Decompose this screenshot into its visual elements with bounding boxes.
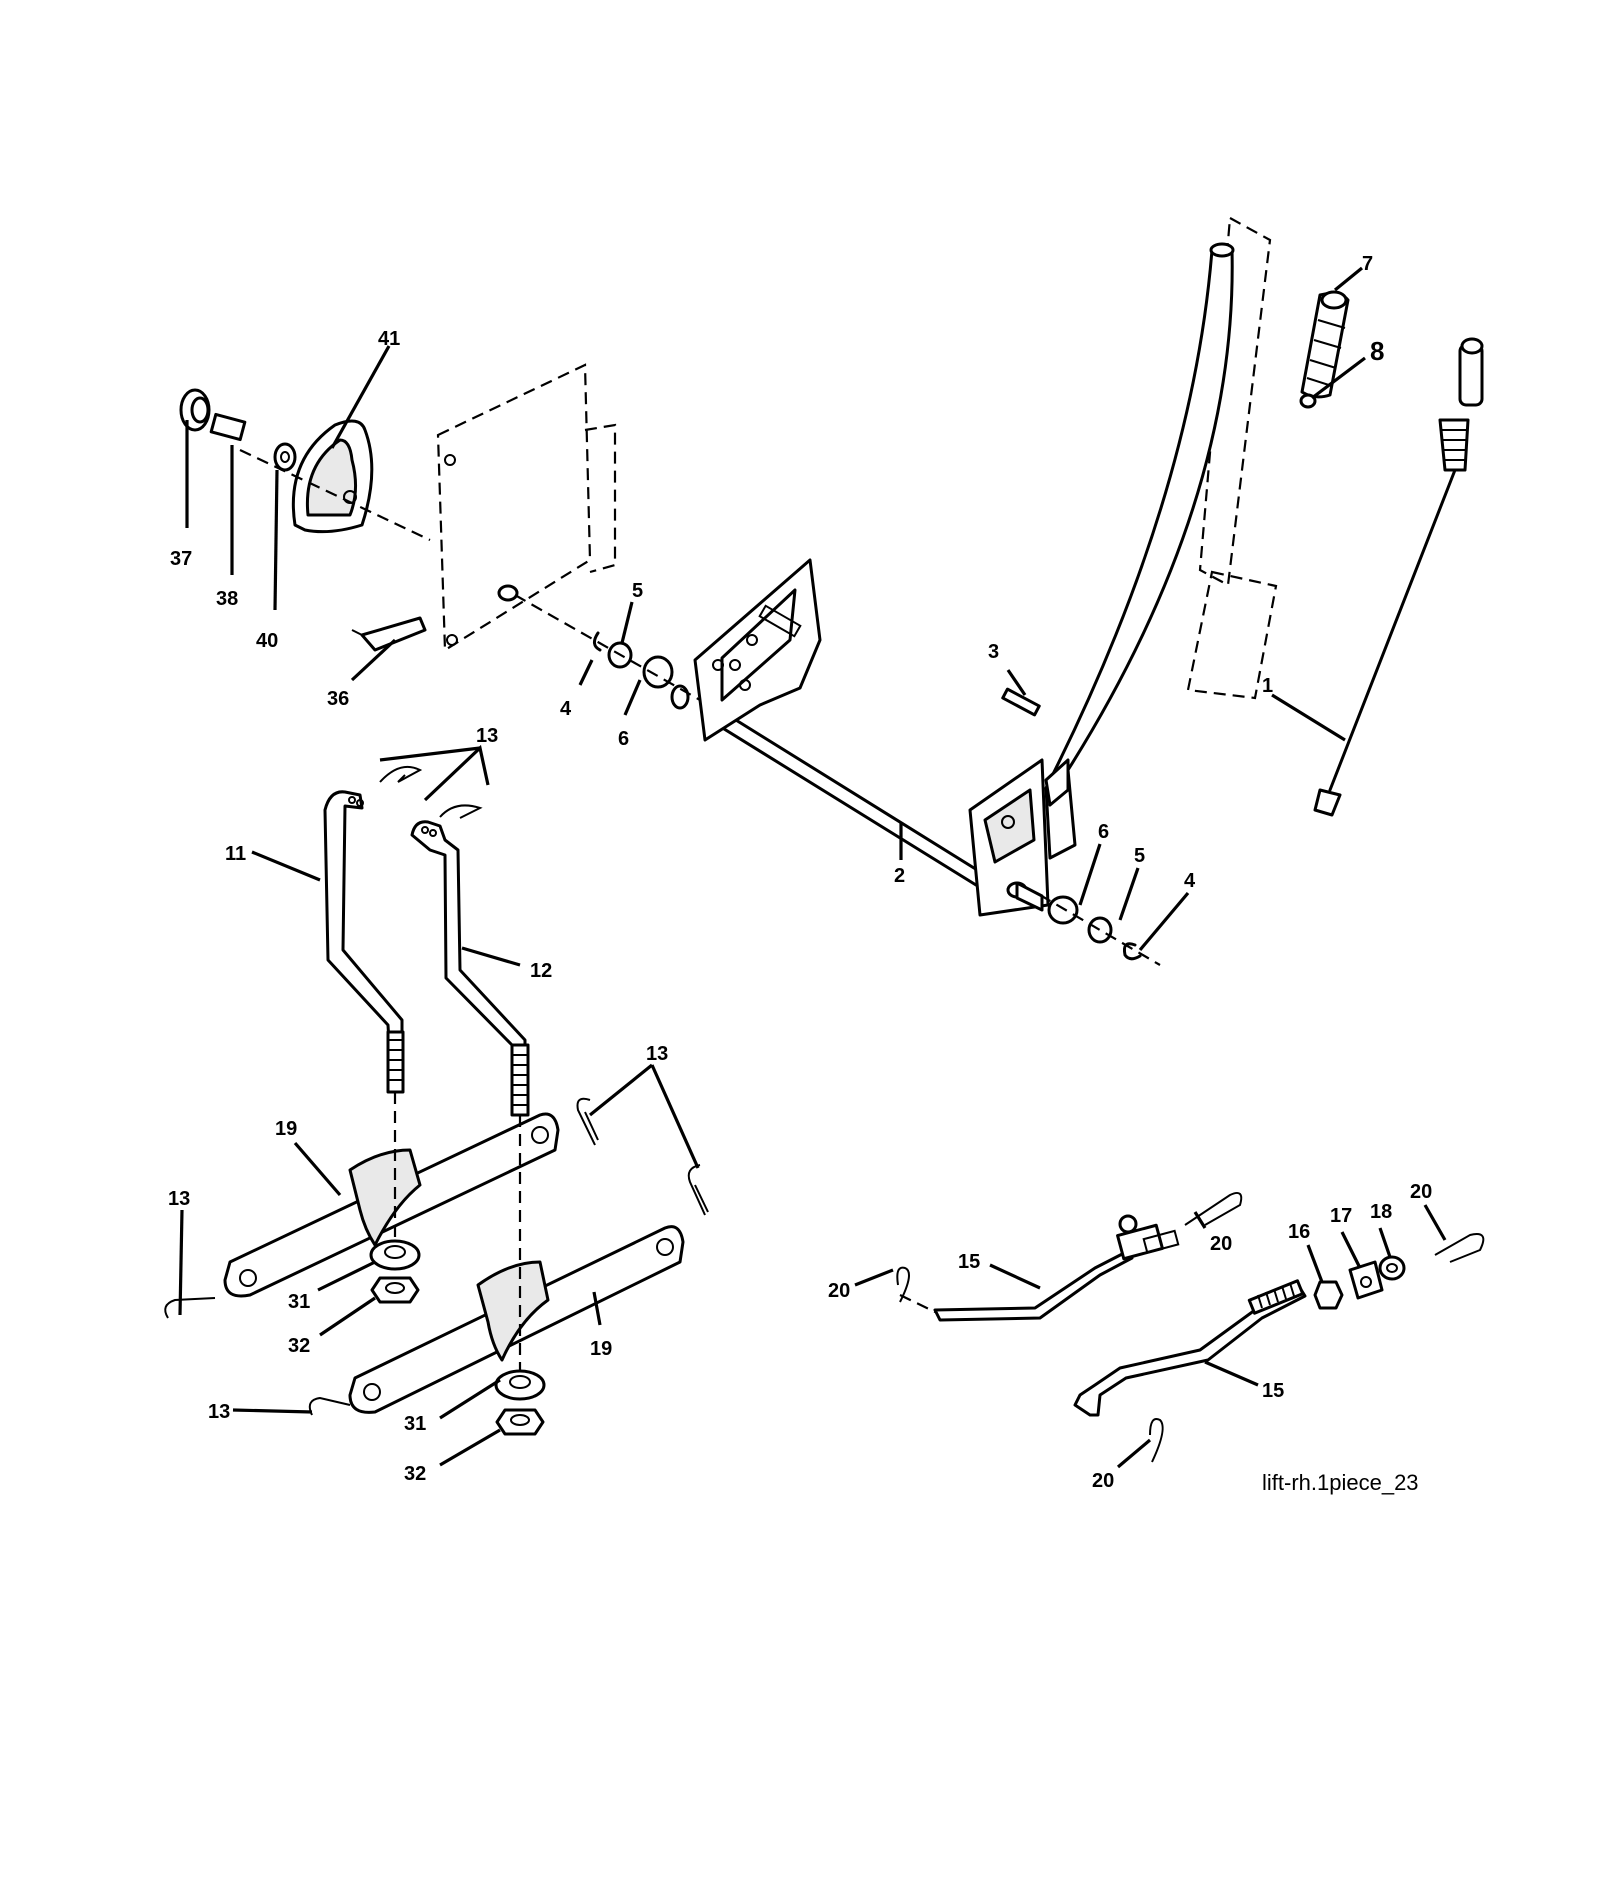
roll-pin [1001, 687, 1041, 717]
callout-5: 5 [632, 580, 643, 602]
callout-20d: 20 [1092, 1470, 1114, 1492]
callout-11: 11 [225, 843, 246, 865]
hair-pins-top [379, 766, 483, 819]
callout-38: 38 [216, 588, 238, 610]
callout-6b: 6 [1098, 821, 1109, 843]
rod-lower [1073, 1279, 1307, 1417]
callout-20b: 20 [1210, 1233, 1232, 1255]
lift-handle [1044, 216, 1278, 860]
lift-cable [1313, 337, 1484, 817]
callout-1: 1 [1262, 675, 1273, 697]
callout-37: 37 [170, 548, 192, 570]
callout-19b: 19 [590, 1338, 612, 1360]
callout-17: 17 [1330, 1205, 1352, 1227]
panel-plate [436, 363, 617, 652]
callout-4b: 4 [1184, 870, 1196, 892]
callout-8: 8 [1370, 336, 1384, 366]
callout-31a: 31 [288, 1291, 310, 1313]
lift-shaft [706, 702, 1050, 917]
lift-link-11 [323, 790, 405, 1094]
mounting-plate [693, 558, 822, 742]
hair-pins-20 [896, 1192, 1485, 1463]
callout-41: 41 [378, 328, 400, 350]
callout-20c: 20 [1410, 1181, 1432, 1203]
callout-15b: 15 [1262, 1380, 1284, 1402]
callout-6: 6 [618, 728, 629, 750]
callout-36: 36 [327, 688, 349, 710]
callout-15a: 15 [958, 1251, 980, 1273]
callout-31b: 31 [404, 1413, 426, 1435]
washers-nuts [369, 1239, 546, 1436]
trunnion-hardware [1313, 1255, 1406, 1310]
rod-upper [899, 1214, 1180, 1322]
callout-7: 7 [1362, 253, 1373, 275]
lift-link-12 [410, 820, 530, 1117]
lift-arm-lower [348, 1225, 685, 1414]
handle-grip [1299, 290, 1350, 409]
callout-32b: 32 [404, 1463, 426, 1485]
spring-clip [351, 616, 427, 652]
callout-19a: 19 [275, 1118, 297, 1140]
callout-32a: 32 [288, 1335, 310, 1357]
right-bushings [1039, 894, 1161, 966]
callout-13b: 13 [646, 1043, 668, 1065]
callout-5b: 5 [1134, 845, 1145, 867]
callout-12: 12 [530, 960, 552, 982]
callout-13d: 13 [208, 1401, 230, 1423]
callout-13c: 13 [168, 1188, 190, 1210]
callout-4: 4 [560, 698, 572, 720]
lift-arm-upper [223, 1112, 560, 1298]
diagram-caption: lift-rh.1piece_23 [1262, 1470, 1419, 1495]
callout-40: 40 [256, 630, 278, 652]
callout-3: 3 [988, 641, 999, 663]
callout-18: 18 [1370, 1201, 1392, 1223]
lift-knob-assembly [179, 388, 431, 541]
left-bushings [514, 594, 701, 710]
callout-20a: 20 [828, 1280, 850, 1302]
callout-13a: 13 [476, 725, 498, 747]
leader-lines [178, 266, 1447, 1469]
callout-2: 2 [894, 865, 905, 887]
callout-16: 16 [1288, 1221, 1310, 1243]
callout-labels: 1 2 3 4 4 5 5 6 6 7 8 11 12 13 13 13 13 … [168, 253, 1432, 1492]
